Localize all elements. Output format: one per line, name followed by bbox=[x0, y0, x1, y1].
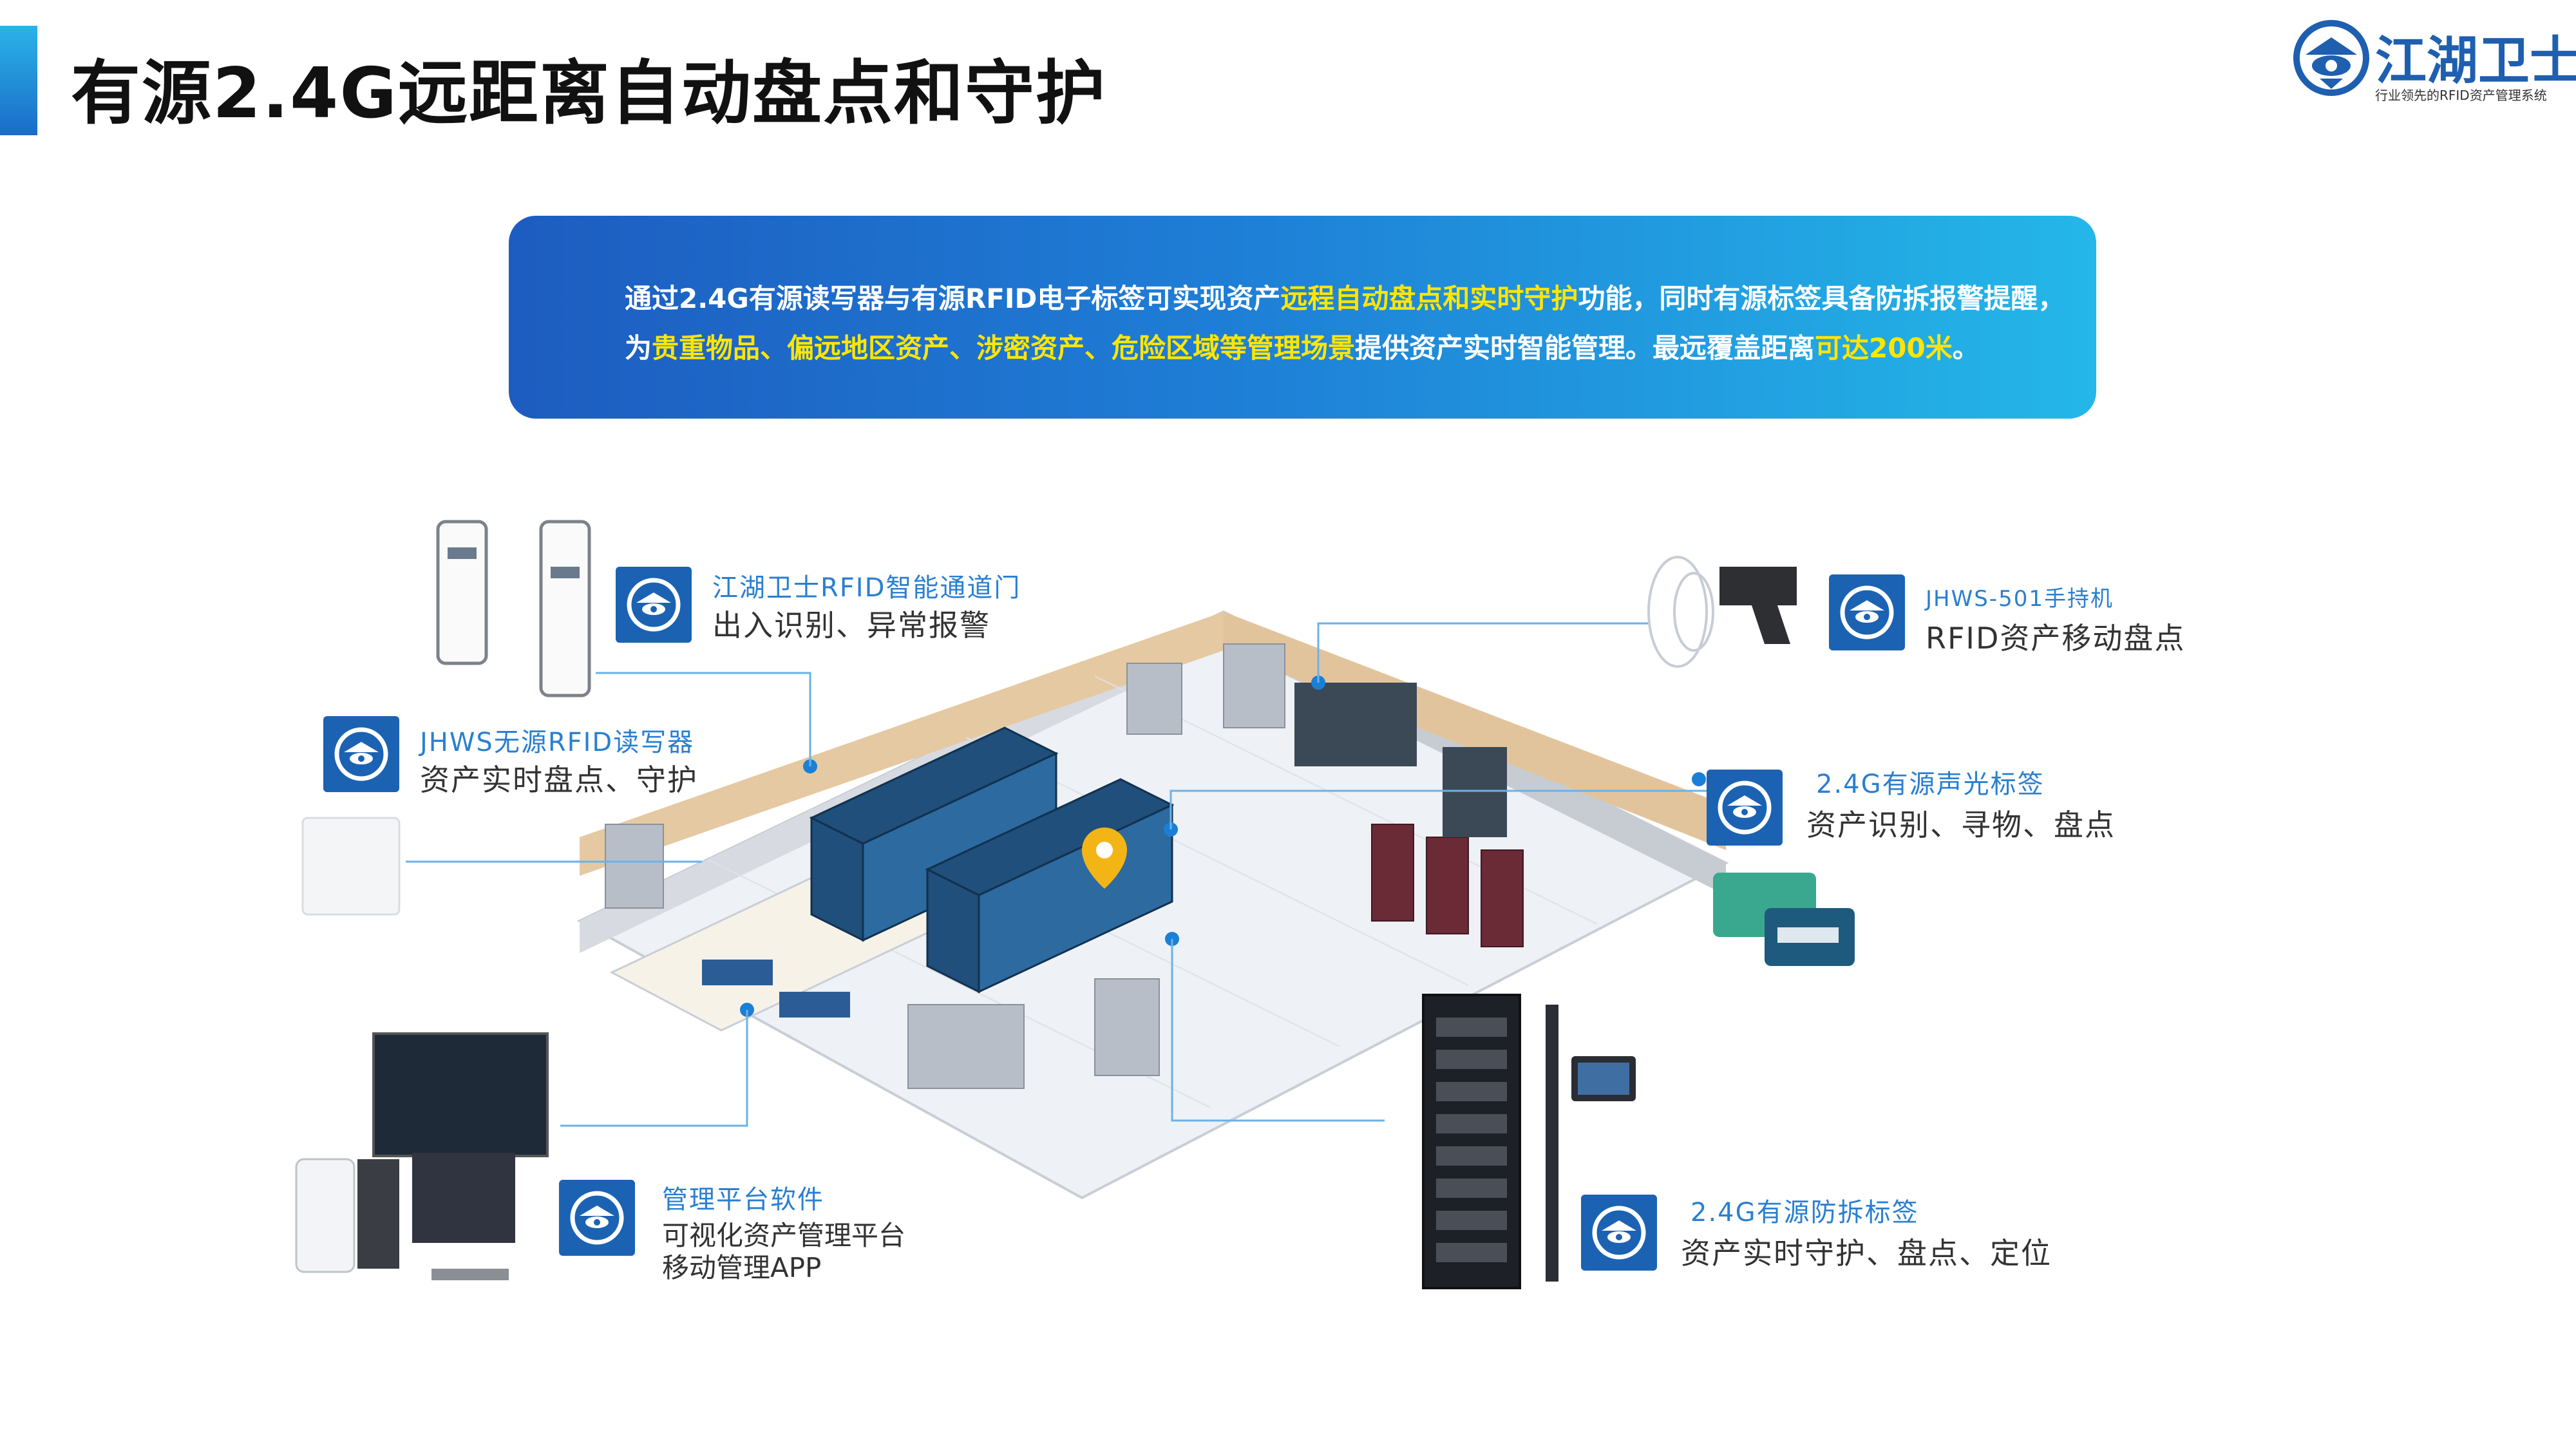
banner-highlight: 远程自动盘点和实时守护 bbox=[1280, 283, 1578, 314]
feature-desc-gate: 出入识别、异常报警 bbox=[712, 608, 990, 643]
feature-desc-reader: 资产实时盘点、守护 bbox=[420, 762, 698, 797]
feature-desc-software: 可视化资产管理平台 bbox=[662, 1220, 906, 1251]
brand-tagline: 行业领先的RFID资产管理系统 bbox=[2375, 88, 2547, 103]
feature-desc-software-app: 移动管理APP bbox=[662, 1252, 822, 1283]
feature-desc-handheld: RFID资产移动盘点 bbox=[1926, 621, 2186, 656]
cabinet-group-red bbox=[1371, 824, 1524, 947]
rfid-reader-device bbox=[301, 817, 401, 916]
brand-name: 江湖卫士 bbox=[2375, 31, 2576, 91]
rfid-gate-device bbox=[436, 520, 591, 697]
shield-eye-icon bbox=[323, 716, 399, 792]
sound-light-tag bbox=[1713, 873, 1855, 966]
feature-title-reader: JHWS无源RFID读写器 bbox=[420, 728, 695, 757]
feature-title-sound-tag: 2.4G有源声光标签 bbox=[1816, 770, 2045, 799]
feature-title-tamper-tag: 2.4G有源防拆标签 bbox=[1690, 1198, 1919, 1227]
intro-banner: 通过2.4G有源读写器与有源RFID电子标签可实现资产远程自动盘点和实时守护功能… bbox=[509, 216, 2096, 419]
title-accent-bar bbox=[0, 26, 37, 135]
handheld-device bbox=[1647, 556, 1797, 668]
banner-highlight: 可达200米 bbox=[1815, 332, 1953, 364]
feature-title-handheld: JHWS-501手持机 bbox=[1926, 586, 2114, 612]
software-screens bbox=[295, 1032, 549, 1280]
brand-logo: 江湖卫士 行业领先的RFID资产管理系统 bbox=[2293, 19, 2576, 103]
feature-title-software: 管理平台软件 bbox=[662, 1185, 824, 1215]
shield-eye-icon bbox=[1707, 770, 1783, 846]
banner-line-1: 通过2.4G有源读写器与有源RFID电子标签可实现资产远程自动盘点和实时守护功能… bbox=[625, 283, 2065, 314]
shield-eye-icon bbox=[1581, 1195, 1657, 1271]
feature-desc-sound-tag: 资产识别、寻物、盘点 bbox=[1806, 808, 2116, 842]
banner-line-2: 为贵重物品、偏远地区资产、涉密资产、危险区域等管理场景提供资产实时智能管理。最远… bbox=[625, 332, 1980, 364]
page-title: 有源2.4G远距离自动盘点和守护 bbox=[71, 53, 1106, 134]
shield-eye-icon bbox=[2293, 20, 2369, 96]
server-racks bbox=[809, 726, 1175, 994]
feature-desc-tamper-tag: 资产实时守护、盘点、定位 bbox=[1681, 1236, 2052, 1271]
shield-eye-icon bbox=[559, 1180, 635, 1256]
shield-eye-icon bbox=[616, 567, 692, 643]
feature-title-gate: 江湖卫士RFID智能通道门 bbox=[712, 573, 1021, 603]
tamper-tag-rack bbox=[1422, 994, 1636, 1289]
shield-eye-icon bbox=[1829, 574, 1905, 650]
banner-highlight: 贵重物品、偏远地区资产、涉密资产、危险区域等管理场景 bbox=[652, 332, 1356, 364]
wall-back-left bbox=[580, 612, 1224, 876]
